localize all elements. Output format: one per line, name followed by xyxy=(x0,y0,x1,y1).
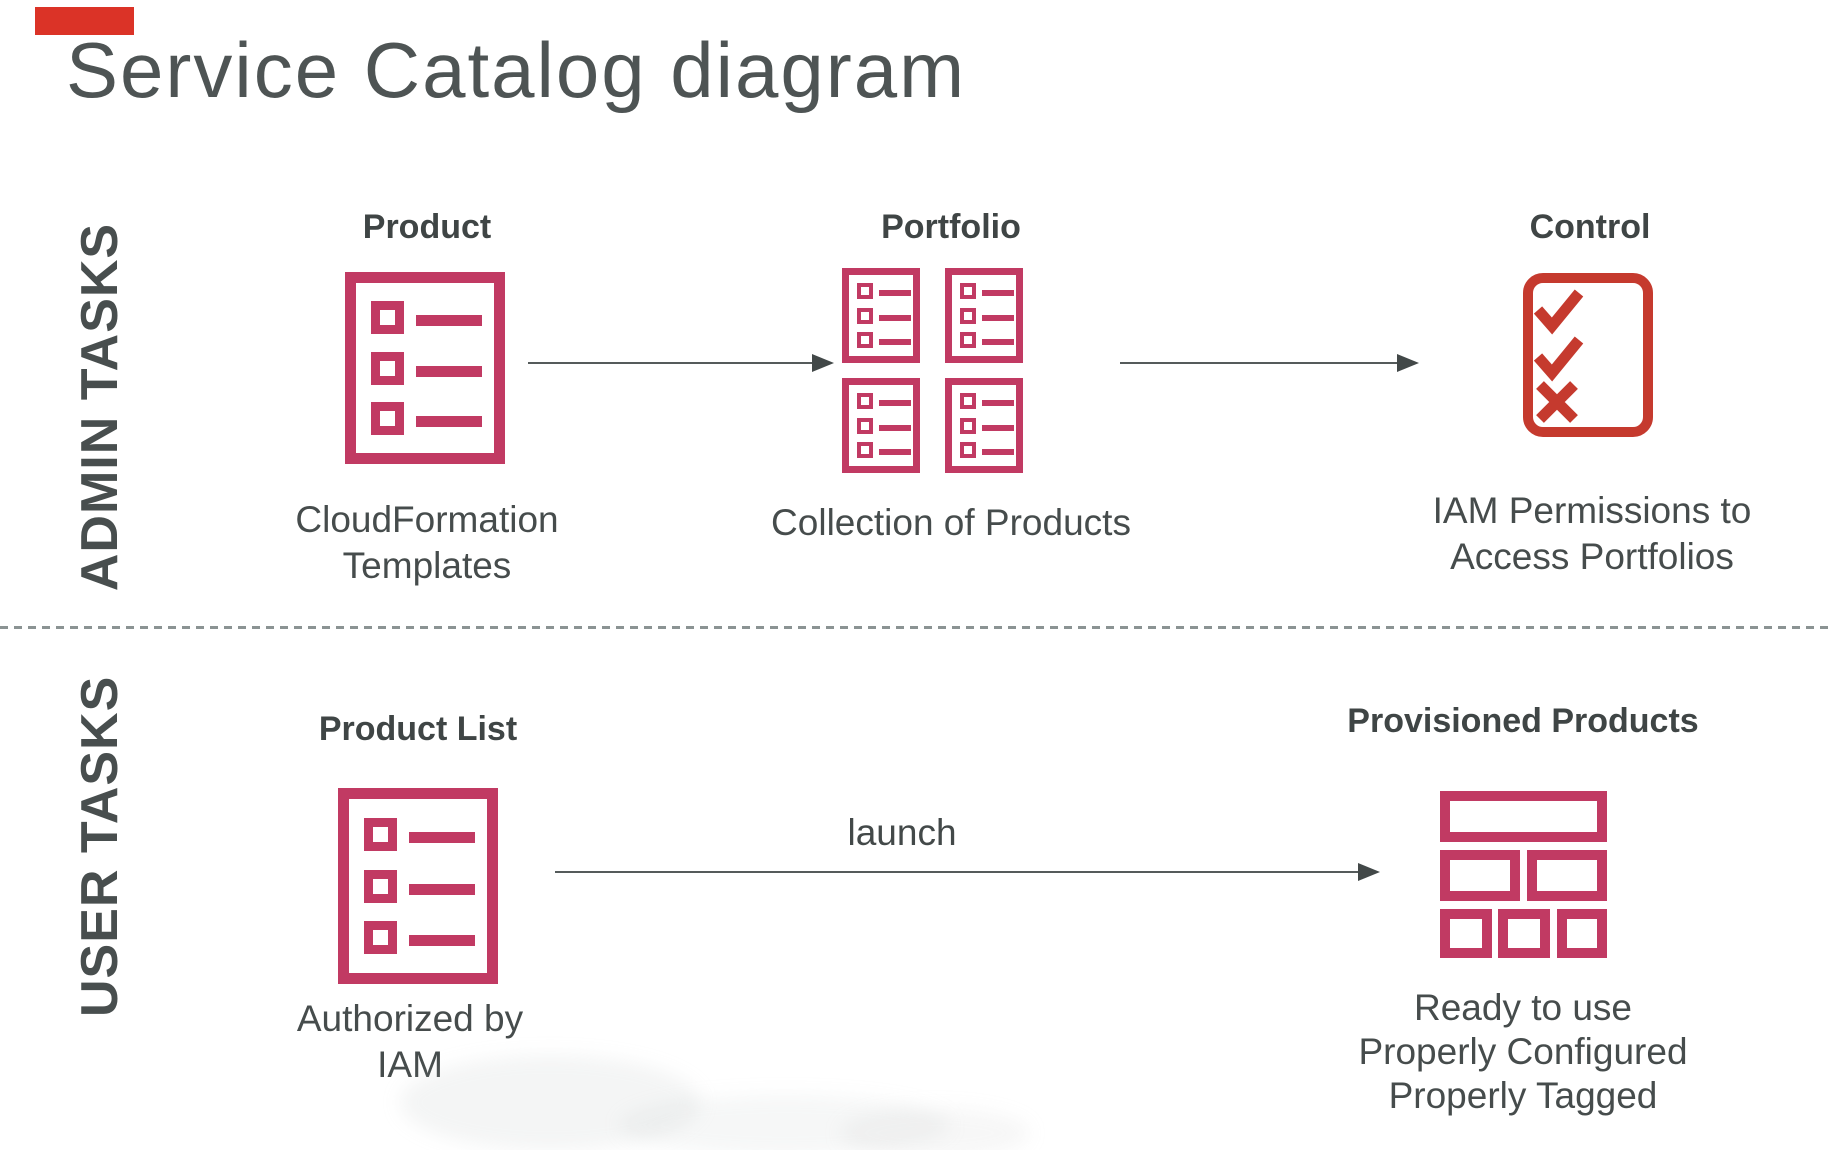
arrowhead-icon xyxy=(1397,354,1419,372)
arrowhead-icon xyxy=(1358,863,1380,881)
list-bullet-square xyxy=(364,921,397,955)
faint-watermark xyxy=(840,1108,1030,1150)
list-row xyxy=(364,921,487,955)
list-row xyxy=(364,869,487,903)
row-divider xyxy=(0,626,1832,629)
arrow-portfolio-to-control xyxy=(1120,362,1397,364)
brick-rect xyxy=(1440,791,1607,842)
mini-product-icon xyxy=(842,268,920,363)
page-title: Service Catalog diagram xyxy=(66,26,967,114)
list-line xyxy=(409,831,475,843)
product-list-icon xyxy=(345,272,505,464)
list-line xyxy=(416,314,482,326)
faint-watermark xyxy=(400,1055,700,1150)
arrowhead-icon xyxy=(812,354,834,372)
checklist-icon xyxy=(1523,273,1653,437)
list-bullet-square xyxy=(371,402,404,436)
check-icon xyxy=(1533,289,1584,335)
brick-rect xyxy=(1527,850,1607,901)
arrow-product-to-portfolio xyxy=(528,362,812,364)
user-tasks-label: USER TASKS xyxy=(71,675,129,1017)
portfolio-collection-icon xyxy=(842,268,1023,473)
brick-rect xyxy=(1557,909,1607,958)
list-row xyxy=(371,300,494,334)
list-line xyxy=(416,416,482,428)
mini-product-icon xyxy=(945,378,1023,473)
provisioned-products-heading: Provisioned Products xyxy=(1347,702,1699,740)
arrow-launch xyxy=(555,871,1358,873)
brick-rect xyxy=(1440,850,1520,901)
list-bullet-square xyxy=(364,817,397,851)
check-icon xyxy=(1533,336,1584,382)
list-bullet-square xyxy=(371,351,404,385)
launch-arrow-label: launch xyxy=(847,812,957,853)
provisioned-products-icon xyxy=(1440,791,1607,958)
admin-tasks-label: ADMIN TASKS xyxy=(71,222,129,592)
provisioned-products-caption: Ready to use Properly Configured Properl… xyxy=(1358,987,1688,1116)
list-row xyxy=(371,351,494,385)
list-line xyxy=(409,935,475,947)
x-icon xyxy=(1536,381,1578,423)
portfolio-caption: Collection of Products xyxy=(771,502,1131,543)
product-list-icon xyxy=(338,788,498,984)
product-caption: CloudFormation Templates xyxy=(295,499,559,586)
control-caption: IAM Permissions to Access Portfolios xyxy=(1432,490,1752,577)
product-list-heading: Product List xyxy=(318,710,518,748)
mini-product-icon xyxy=(842,378,920,473)
slide-accent-bar xyxy=(35,7,134,35)
brick-rect xyxy=(1440,909,1492,958)
faint-watermark xyxy=(620,1095,950,1150)
product-list-caption: Authorized by IAM xyxy=(296,998,524,1085)
list-row xyxy=(364,817,487,851)
control-heading: Control xyxy=(1529,208,1651,246)
list-line xyxy=(409,883,475,895)
list-line xyxy=(416,365,482,377)
portfolio-heading: Portfolio xyxy=(881,208,1021,246)
product-heading: Product xyxy=(362,208,492,246)
list-bullet-square xyxy=(364,869,397,903)
brick-rect xyxy=(1498,909,1550,958)
list-bullet-square xyxy=(371,300,404,334)
mini-product-icon xyxy=(945,268,1023,363)
list-row xyxy=(371,402,494,436)
